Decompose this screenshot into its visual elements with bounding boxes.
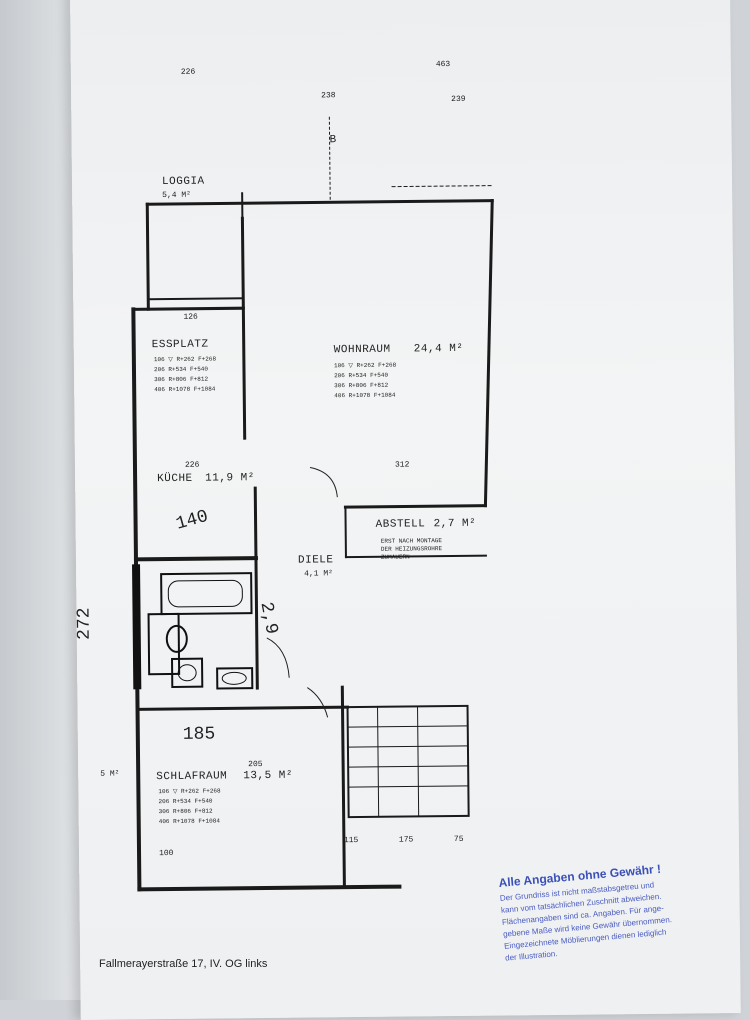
handwritten-note: 185 [183, 725, 216, 745]
level-row: 106 ▽ R+262 F+268 [154, 355, 217, 363]
area-kueche: 11,9 M² [205, 472, 255, 485]
section-marker: B [330, 134, 337, 146]
level-row: 306 R+806 F+812 [159, 808, 213, 816]
dimension: 205 [248, 760, 263, 769]
level-row: 206 R+534 F+540 [158, 798, 212, 806]
outer-wall-right [482, 201, 495, 506]
wall-abstell-left [345, 507, 346, 557]
dimension: 175 [399, 835, 414, 844]
level-row: 106 ▽ R+262 F+268 [158, 787, 221, 795]
wall-bedroom-right [342, 687, 344, 887]
room-loggia: LOGGIA [162, 176, 205, 188]
level-row: 106 ▽ R+262 F+268 [334, 362, 397, 370]
door-swing-kitchen [310, 467, 337, 497]
heating-note-2: DER HEIZUNGSROHRE [381, 545, 443, 553]
wall-bath-right [255, 488, 257, 688]
toilet-cabinet [149, 614, 180, 674]
dimension: 226 [181, 68, 196, 77]
area-diele: 4,1 M² [304, 569, 333, 578]
dimension: 100 [159, 849, 174, 858]
level-row: 406 R+1078 F+1084 [334, 392, 396, 400]
wall-abstell-top [345, 506, 485, 507]
dimension: 312 [395, 460, 410, 469]
room-essplatz: ESSPLATZ [152, 339, 209, 352]
wall-essplatz-wohnraum [242, 218, 244, 438]
bathtub [161, 573, 251, 614]
heating-note-3: ZUMAUERN [381, 553, 410, 560]
level-row: 306 R+806 F+812 [154, 376, 208, 384]
level-row: 406 R+1078 F+1084 [159, 817, 221, 825]
room-kueche: KÜCHE [157, 472, 193, 485]
wall-essplatz-top [133, 308, 243, 309]
handwritten-note: 272 [74, 607, 94, 640]
loggia-boundary [148, 298, 243, 299]
dimension: 239 [451, 95, 466, 104]
level-row: 406 R+1078 F+1084 [154, 385, 216, 393]
room-diele: DIELE [298, 554, 334, 566]
dimension: 463 [436, 60, 451, 69]
outer-wall-bottom [139, 887, 399, 890]
address-caption: Fallmerayerstraße 17, IV. OG links [99, 958, 267, 970]
wall-bedroom-top [138, 707, 348, 709]
dimension: 115 [344, 836, 359, 845]
dimension: 126 [183, 313, 198, 322]
wall-kitchen-bottom [136, 558, 256, 559]
level-row: 206 R+534 F+540 [334, 372, 388, 380]
area-loggia: 5,4 M² [162, 191, 191, 200]
outer-wall-top [147, 201, 492, 205]
area-schlafraum: 13,5 M² [243, 770, 293, 783]
washbasin-left [172, 659, 202, 687]
level-row: 306 R+806 F+812 [334, 382, 388, 390]
area-left-room: 5 M² [100, 770, 119, 779]
dimension: 238 [321, 91, 336, 100]
dimension: 226 [185, 461, 200, 470]
stairwell [348, 706, 469, 817]
level-row: 206 R+534 F+540 [154, 366, 208, 374]
handwritten-note: 2,9 [256, 600, 282, 636]
toilet [167, 626, 187, 652]
door-swing-bedroom [307, 687, 327, 717]
dimension: 75 [454, 835, 464, 844]
room-wohnraum: WOHNRAUM [334, 344, 391, 357]
room-schlafraum: SCHLAFRAUM [156, 770, 227, 783]
area-abstell: 2,7 M² [434, 518, 477, 530]
area-wohnraum: 24,4 M² [414, 343, 464, 356]
door-swing-bath [267, 638, 289, 678]
heating-note-1: ERST NACH MONTAGE [381, 537, 443, 545]
loggia-wall [147, 204, 148, 309]
room-abstell: ABSTELL [376, 518, 426, 531]
handwritten-note: 140 [174, 507, 211, 535]
wall-abstell-bottom [346, 556, 486, 557]
